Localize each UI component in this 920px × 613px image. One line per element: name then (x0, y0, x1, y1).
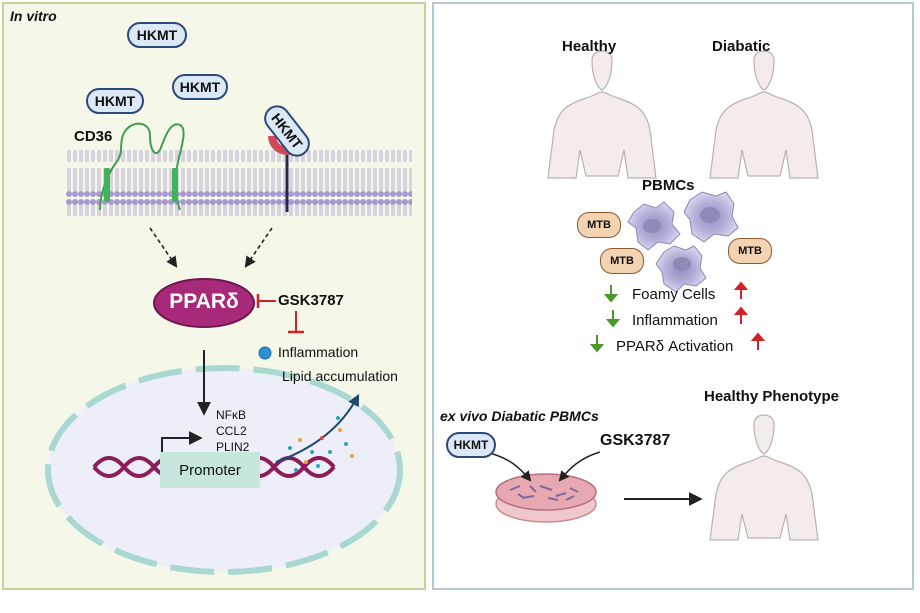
transcript-dots (288, 416, 354, 472)
gene-plin2: PLIN2 (216, 440, 250, 454)
hkmt-ligand: HKMT (86, 88, 144, 114)
promoter-box (160, 452, 260, 488)
cd36-transmembrane-2 (172, 168, 178, 202)
inflammation-label: Inflammation (278, 344, 359, 360)
ppar-delta-node (153, 278, 255, 328)
pbmcs-label: PBMCs (642, 177, 695, 194)
pbmc-cell (655, 245, 707, 293)
ex-vivo-hkmt: HKMT (446, 432, 496, 458)
up-arrows (733, 281, 766, 350)
hkmt-ligand: HKMT (172, 74, 228, 100)
lipid-accumulation-label: Lipid accumulation (282, 368, 398, 384)
cd36-transmembrane-1 (104, 168, 110, 202)
cd36-label: CD36 (74, 128, 113, 145)
dashed-arrow-cd36 (149, 227, 178, 268)
petri-dish (495, 473, 597, 523)
ppar-delta-label: PPARδ (169, 290, 239, 313)
dashed-arrow-receptor (244, 227, 273, 268)
diabetic-person-figure (709, 50, 819, 179)
pbmc-cell (683, 191, 739, 243)
panel-title-in-vitro: In vitro (10, 8, 57, 24)
hkmt-ligand: HKMT (127, 22, 187, 48)
healthy-person-figure (547, 50, 657, 179)
diabatic-label: Diabatic (712, 38, 771, 55)
healthy-label: Healthy (562, 38, 617, 55)
down-arrows (589, 285, 621, 353)
healthy-phenotype-figure (709, 414, 819, 541)
healthy-phenotype-label: Healthy Phenotype (704, 388, 840, 405)
ex-vivo-gsk3787: GSK3787 (600, 432, 671, 449)
outcome-foamy-cells: Foamy Cells (632, 286, 716, 303)
ex-vivo-label: ex vivo Diabatic PBMCs (440, 408, 599, 424)
arrow-gsk-to-dish (558, 451, 601, 482)
gene-ccl2: CCL2 (216, 424, 247, 438)
cell-membrane (66, 150, 412, 216)
pbmc-cell (627, 201, 681, 251)
mtb-badge: MTB (577, 212, 621, 238)
mtb-badge: MTB (728, 238, 772, 264)
outcome-ppar-activation: PPARδ Activation (616, 338, 734, 355)
gene-nfkb: NFκB (216, 408, 246, 422)
gsk3787-label: GSK3787 (278, 292, 344, 309)
promoter-label: Promoter (179, 462, 241, 479)
inflammation-dot-icon (258, 346, 272, 360)
transcription-start-arrow (161, 431, 203, 452)
outcome-inflammation: Inflammation (632, 312, 718, 329)
mtb-badge: MTB (600, 248, 644, 274)
